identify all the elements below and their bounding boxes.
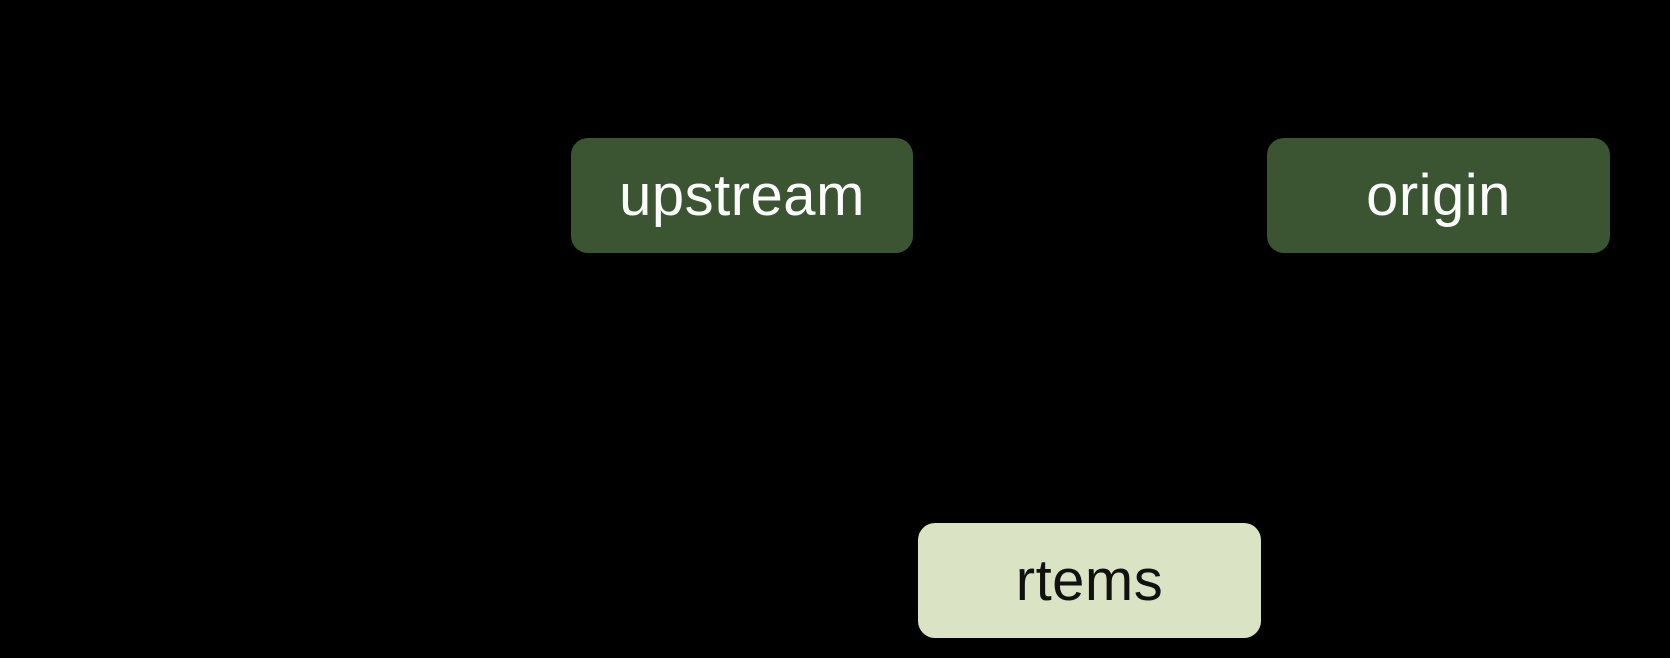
node-upstream: upstream [571,138,913,253]
node-origin: origin [1267,138,1610,253]
node-rtems: rtems [918,523,1261,638]
node-origin-label: origin [1366,162,1511,228]
node-rtems-label: rtems [1015,547,1164,613]
node-upstream-label: upstream [619,162,865,228]
